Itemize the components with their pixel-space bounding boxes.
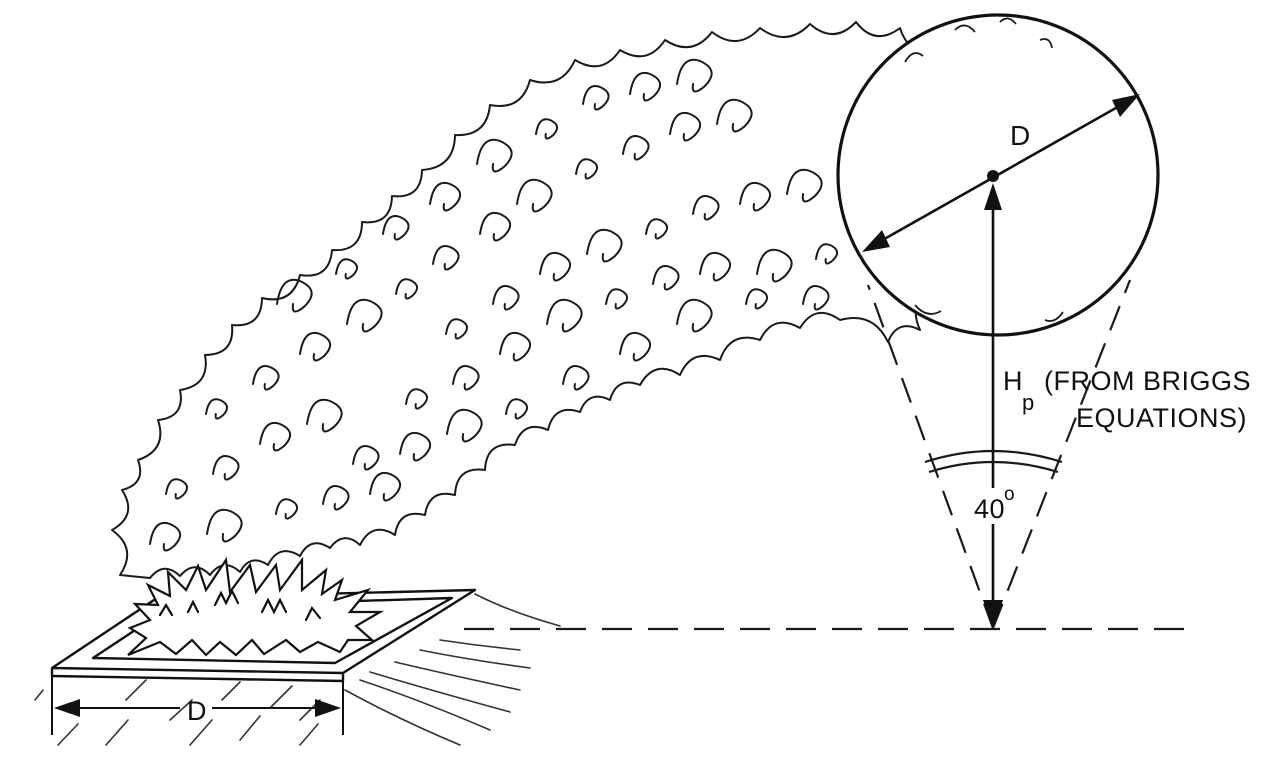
height-symbol: H <box>1003 366 1023 396</box>
height-note-line2: EQUATIONS) <box>1076 403 1247 433</box>
height-arrowhead-down <box>983 600 1003 630</box>
plume-center-dot <box>987 170 999 182</box>
plume-cross-section: D <box>838 15 1158 335</box>
angle-degree-symbol: o <box>1004 484 1015 505</box>
angle-value-label: 40 <box>974 494 1005 524</box>
pool-dim-arrowhead-right <box>315 699 341 717</box>
pool-dim-arrowhead-left <box>54 699 80 717</box>
height-note-line1: (FROM BRIGGS <box>1044 366 1251 396</box>
fire-flames <box>128 560 380 655</box>
pool-diameter-label: D <box>187 696 207 726</box>
pool-diameter-dimension: D <box>52 676 343 735</box>
flame-outline <box>128 560 380 655</box>
height-subscript: p <box>1022 390 1034 415</box>
cloud-diameter-label: D <box>1010 120 1030 151</box>
